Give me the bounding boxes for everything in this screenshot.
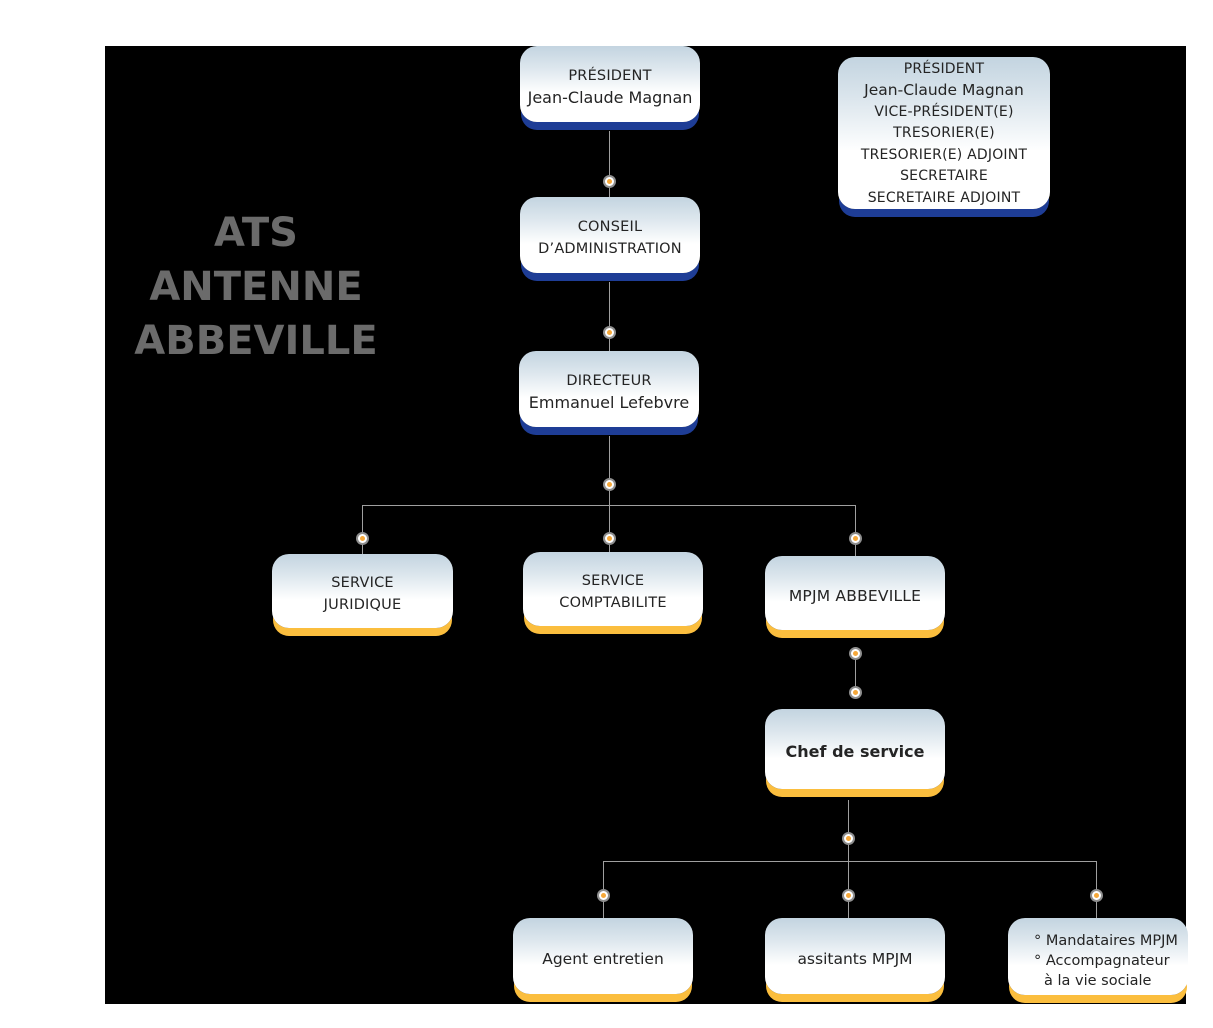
node-service-comptabilite: SERVICE COMPTABILITE — [523, 552, 703, 626]
node-directeur-name: Emmanuel Lefebvre — [528, 393, 690, 412]
node-agent-entretien: Agent entretien — [513, 918, 693, 994]
connector-dot — [356, 532, 369, 545]
node-assitants-mpjm: assitants MPJM — [765, 918, 945, 994]
node-bureau-line: VICE-PRÉSIDENT(E) — [874, 103, 1014, 120]
connector-dot — [849, 532, 862, 545]
connector-line — [609, 436, 610, 505]
connector-line — [609, 131, 610, 197]
node-president-name: Jean-Claude Magnan — [527, 88, 693, 107]
node-bureau-line: PRÉSIDENT — [903, 60, 985, 77]
connector-line — [362, 505, 855, 506]
connector-line — [855, 650, 856, 695]
node-mandataires-line: ° Mandataires MPJM — [1034, 932, 1178, 949]
node-mandataires: ° Mandataires MPJM ° Accompagnateur à la… — [1008, 918, 1188, 995]
node-service-comptabilite-line: COMPTABILITE — [559, 595, 667, 611]
connector-line — [609, 505, 610, 552]
connector-dot — [603, 175, 616, 188]
node-bureau-line: SECRETAIRE — [900, 168, 988, 185]
node-president: PRÉSIDENT Jean-Claude Magnan — [520, 46, 700, 122]
connector-dot — [1090, 889, 1103, 902]
node-mpjm-abbeville-line: MPJM ABBEVILLE — [788, 587, 922, 605]
node-conseil-line: CONSEIL — [577, 219, 643, 235]
connector-dot — [842, 889, 855, 902]
node-chef-de-service-line: Chef de service — [785, 742, 925, 761]
node-service-juridique-line: JURIDIQUE — [323, 597, 402, 613]
org-title: ATS ANTENNE ABBEVILLE — [134, 210, 378, 364]
node-bureau-line: TRESORIER(E) ADJOINT — [860, 146, 1028, 163]
connector-dot — [603, 326, 616, 339]
node-directeur: DIRECTEUR Emmanuel Lefebvre — [519, 351, 699, 427]
node-conseil-line: D’ADMINISTRATION — [538, 241, 682, 257]
node-assitants-mpjm-line: assitants MPJM — [797, 950, 913, 968]
connector-dot — [849, 686, 862, 699]
connector-dot — [603, 532, 616, 545]
node-service-juridique: SERVICE JURIDIQUE — [272, 554, 453, 628]
connector-line — [609, 282, 610, 351]
node-mpjm-abbeville: MPJM ABBEVILLE — [765, 556, 945, 630]
node-bureau: PRÉSIDENT Jean-Claude Magnan VICE-PRÉSID… — [838, 57, 1050, 209]
node-mandataires-line: ° Accompagnateur — [1034, 952, 1170, 969]
connector-line — [603, 861, 1096, 862]
connector-dot — [842, 832, 855, 845]
node-mandataires-line: à la vie sociale — [1044, 972, 1152, 989]
connector-line — [362, 505, 363, 554]
node-bureau-line: Jean-Claude Magnan — [864, 81, 1024, 100]
node-directeur-title: DIRECTEUR — [566, 373, 652, 389]
connector-line — [848, 800, 849, 861]
node-conseil: CONSEIL D’ADMINISTRATION — [520, 197, 700, 273]
node-service-comptabilite-line: SERVICE — [581, 573, 645, 589]
connector-dot — [849, 647, 862, 660]
node-president-title: PRÉSIDENT — [568, 68, 652, 84]
node-bureau-line: SECRETAIRE ADJOINT — [867, 189, 1021, 206]
node-chef-de-service: Chef de service — [765, 709, 945, 789]
connector-dot — [603, 478, 616, 491]
node-service-juridique-line: SERVICE — [331, 575, 394, 591]
connector-line — [855, 505, 856, 556]
node-bureau-line: TRESORIER(E) — [893, 125, 995, 142]
connector-dot — [597, 889, 610, 902]
node-agent-entretien-line: Agent entretien — [542, 950, 664, 968]
